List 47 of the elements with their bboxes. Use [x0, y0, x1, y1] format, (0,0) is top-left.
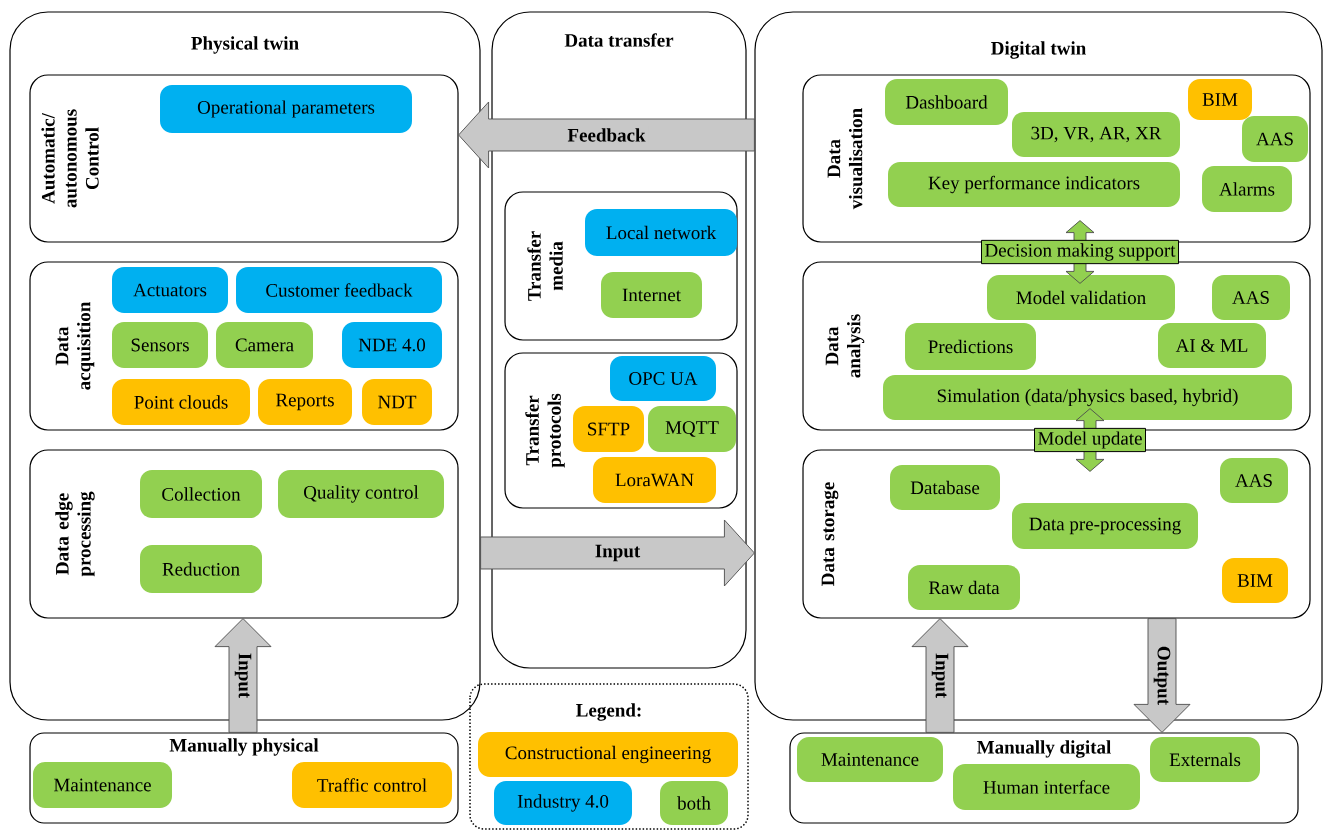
item-box: Operational parameters — [160, 85, 412, 133]
item-box: Actuators — [112, 267, 228, 313]
block-arrow — [480, 519, 755, 587]
item-box: Raw data — [908, 565, 1020, 610]
item-box: Reduction — [140, 545, 262, 593]
item-box: AAS — [1242, 116, 1308, 162]
item-box: Camera — [216, 322, 313, 368]
item-box: Human interface — [953, 764, 1140, 810]
item-box: Externals — [1150, 737, 1260, 782]
item-box: AI & ML — [1158, 323, 1266, 368]
item-box: BIM — [1188, 79, 1252, 120]
item-box: NDT — [362, 379, 432, 425]
legend-title: Legend: — [576, 703, 641, 721]
arrow-label: Feedback — [564, 125, 649, 145]
item-box: LoraWAN — [593, 457, 716, 503]
item-box: SFTP — [573, 406, 644, 452]
item-box: Model validation — [987, 275, 1175, 320]
item-box: Local network — [585, 209, 737, 256]
item-box: Reports — [258, 379, 352, 425]
legend-item: Constructional engineering — [478, 732, 738, 777]
item-box: Predictions — [905, 323, 1036, 370]
arrow-label: Model update — [1034, 427, 1146, 453]
item-box: OPC UA — [610, 356, 716, 401]
item-box: Maintenance — [33, 762, 172, 808]
item-box: AAS — [1220, 458, 1288, 503]
item-box: Traffic control — [292, 762, 452, 808]
item-box: Quality control — [278, 470, 444, 518]
legend-item: Industry 4.0 — [494, 781, 632, 825]
item-box: Key performance indicators — [888, 162, 1180, 207]
item-box: AAS — [1212, 275, 1290, 320]
item-box: 3D, VR, AR, XR — [1012, 112, 1180, 157]
item-box: NDE 4.0 — [342, 322, 442, 368]
item-box: Simulation (data/physics based, hybrid) — [883, 375, 1292, 420]
legend-item: both — [660, 781, 728, 825]
arrow-label: Decision making support — [981, 239, 1179, 265]
item-box: Alarms — [1202, 166, 1292, 212]
item-box: Collection — [140, 470, 262, 518]
item-box: Point clouds — [112, 379, 250, 425]
item-box: Dashboard — [885, 79, 1008, 125]
item-box: Sensors — [112, 322, 208, 368]
item-box: Data pre-processing — [1012, 503, 1198, 549]
item-box: Customer feedback — [236, 267, 442, 313]
item-box: Internet — [601, 272, 702, 318]
item-box: MQTT — [648, 406, 736, 452]
item-box: Maintenance — [797, 737, 943, 782]
item-box: BIM — [1222, 558, 1288, 603]
item-box: Database — [890, 465, 1000, 510]
